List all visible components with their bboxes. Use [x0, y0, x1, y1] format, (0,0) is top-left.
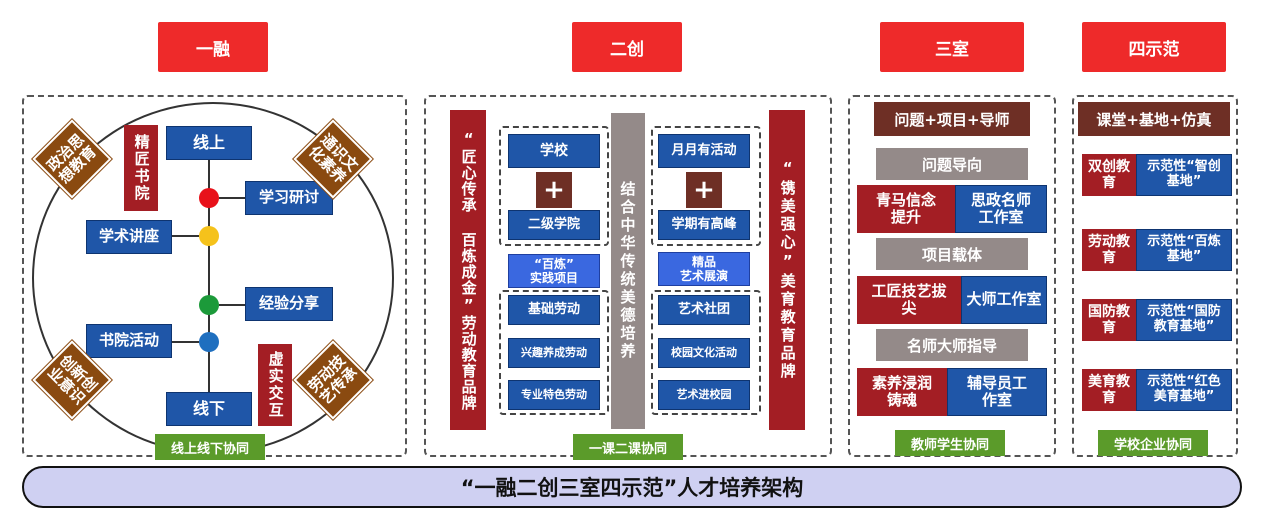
box-monthly-activity: 月月有活动	[658, 134, 750, 168]
plus-right: +	[686, 172, 722, 208]
header-sishifan: 四示范	[1082, 22, 1226, 72]
row-labor: 劳动教育 示范性“百炼基地”	[1082, 229, 1232, 271]
dot-yellow	[199, 226, 219, 246]
box-fudaoyuan-studio: 辅导员工作室	[947, 368, 1047, 416]
footer-course-coordination: 一课二课协同	[573, 434, 683, 460]
box-offline: 线下	[166, 392, 252, 426]
connector-activity	[172, 341, 199, 343]
box-academy-activity: 书院活动	[86, 324, 172, 358]
connector-lecture	[172, 235, 199, 237]
box-suyang: 素养浸润铸魂	[857, 368, 947, 416]
box-jingpin-art: 精品 艺术展演	[658, 252, 750, 286]
box-semester-peak: 学期有高峰	[658, 210, 750, 240]
footer-school-enterprise: 学校企业协同	[1098, 430, 1208, 456]
box-xushi-interaction: 虚实交互	[258, 344, 292, 426]
row-defense: 国防教育 示范性“国防教育基地”	[1082, 299, 1232, 341]
jingpin-line2: 艺术展演	[679, 269, 728, 283]
box-sizheng-studio: 思政名师工作室	[955, 185, 1047, 233]
inner-box-school	[499, 126, 609, 246]
footer-online-offline: 线上线下协同	[155, 434, 265, 460]
row-gongjiang: 工匠技艺拔尖 大师工作室	[857, 276, 1047, 324]
header-yirong: 一融	[158, 22, 268, 72]
dot-red	[199, 188, 219, 208]
footer-teacher-student: 教师学生协同	[895, 430, 1005, 456]
box-defense-base: 示范性“国防教育基地”	[1136, 299, 1232, 341]
row-shuangchuang: 双创教育 示范性“智创基地”	[1082, 154, 1232, 196]
bailian-line2: 实践项目	[529, 271, 578, 285]
plus-left: +	[536, 172, 572, 208]
box-share: 经验分享	[245, 287, 333, 321]
box-art-club: 艺术社团	[658, 295, 750, 325]
box-online: 线上	[166, 126, 252, 160]
dot-green	[199, 295, 219, 315]
connector-share	[219, 304, 245, 306]
row-suyang: 素养浸润铸魂 辅导员工作室	[857, 368, 1047, 416]
box-labor-edu: 劳动教育	[1082, 229, 1136, 271]
box-shuangchuang: 双创教育	[1082, 154, 1136, 196]
row-aesthetic: 美育教育 示范性“红色美育基地”	[1082, 369, 1232, 411]
box-bailian-project: “百炼” 实践项目	[508, 254, 600, 288]
box-zhichuang-base: 示范性“智创基地”	[1136, 154, 1232, 196]
bailian-line1: “百炼”	[534, 256, 574, 271]
jingpin-line1: 精品	[691, 254, 716, 269]
panel-sishifan	[1072, 95, 1238, 457]
box-dashi-studio: 大师工作室	[961, 276, 1047, 324]
box-art-in-campus: 艺术进校园	[658, 380, 750, 410]
box-second-college: 二级学院	[508, 210, 600, 240]
box-problem-project-mentor: 问题+项目+导师	[874, 102, 1030, 136]
box-special-labor: 专业特色劳动	[508, 380, 600, 410]
inner-box-labor	[499, 290, 609, 415]
box-jingjiang-academy: 精匠书院	[124, 125, 158, 211]
box-campus-culture: 校园文化活动	[658, 338, 750, 368]
header-sanshi: 三室	[880, 22, 1024, 72]
box-interest-labor: 兴趣养成劳动	[508, 338, 600, 368]
banner-traditional-virtue: 结合中华传统美德培养	[611, 113, 645, 429]
panel-sanshi	[848, 95, 1056, 457]
timeline-line	[208, 160, 210, 392]
inner-box-activity	[651, 126, 761, 246]
box-problem-oriented: 问题导向	[876, 148, 1028, 180]
row-qingma: 青马信念提升 思政名师工作室	[857, 185, 1047, 233]
box-aesthetic-edu: 美育教育	[1082, 369, 1136, 411]
box-basic-labor: 基础劳动	[508, 295, 600, 325]
box-class-base-sim: 课堂+基地+仿真	[1078, 102, 1230, 136]
banner-labor-brand: “匠心传承 百炼成金”劳动教育品牌	[450, 110, 486, 430]
box-defense-edu: 国防教育	[1082, 299, 1136, 341]
box-mingshi-guide: 名师大师指导	[876, 329, 1028, 361]
box-study: 学习研讨	[245, 181, 333, 215]
box-school: 学校	[508, 134, 600, 168]
inner-box-art	[651, 290, 761, 415]
box-project-carrier: 项目载体	[876, 238, 1028, 270]
box-lecture: 学术讲座	[86, 220, 172, 254]
header-erchuang: 二创	[572, 22, 682, 72]
box-qingma: 青马信念提升	[857, 185, 955, 233]
box-bailian-base: 示范性“百炼基地”	[1136, 229, 1232, 271]
box-red-aesthetic-base: 示范性“红色美育基地”	[1136, 369, 1232, 411]
banner-aesthetic-brand: “镌美强心”美育教育品牌	[769, 110, 805, 430]
connector-study	[219, 197, 245, 199]
bottom-title-bar: “一融二创三室四示范”人才培养架构	[22, 466, 1242, 508]
box-gongjiang: 工匠技艺拔尖	[857, 276, 961, 324]
dot-blue	[199, 332, 219, 352]
